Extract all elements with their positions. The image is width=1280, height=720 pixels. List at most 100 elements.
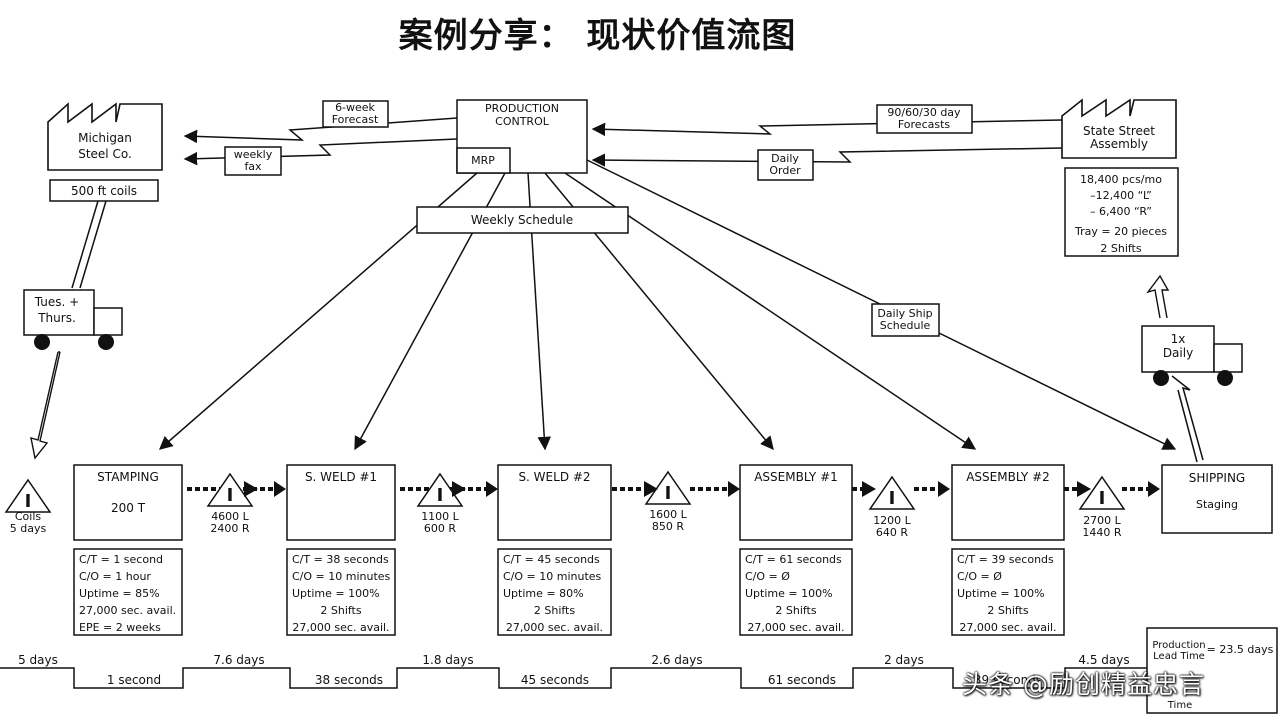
process-data-text: C/T = 61 seconds bbox=[745, 553, 842, 566]
process-data-text: EPE = 2 weeks bbox=[79, 621, 161, 634]
schedule-arrow bbox=[564, 172, 977, 450]
process-data-text: 27,000 sec. avail. bbox=[506, 621, 603, 634]
shipping-name-text: SHIPPING bbox=[1189, 471, 1245, 485]
inventory-triangle bbox=[206, 472, 254, 507]
push-arrow-head bbox=[486, 481, 498, 497]
daily-order-text: Order bbox=[769, 164, 801, 177]
inventory-triangle bbox=[868, 475, 916, 510]
process-data-text: Uptime = 80% bbox=[503, 587, 584, 600]
process-data-text: 27,000 sec. avail. bbox=[747, 621, 844, 634]
production-control-title: CONTROL bbox=[495, 115, 550, 128]
supplier-name-text: Michigan bbox=[78, 131, 132, 145]
process-data-text: C/O = 10 minutes bbox=[503, 570, 602, 583]
process-data-text: Uptime = 100% bbox=[292, 587, 380, 600]
process-box bbox=[73, 464, 183, 541]
process-name-text: ASSEMBLY #1 bbox=[754, 470, 838, 484]
push-arrow-head bbox=[244, 481, 258, 497]
push-arrow-head bbox=[452, 481, 466, 497]
inventory-triangle bbox=[644, 470, 692, 505]
production-control-title: PRODUCTION bbox=[485, 102, 559, 115]
inventory-level-text: 1440 R bbox=[1082, 526, 1121, 539]
weekly-fax-text: fax bbox=[244, 160, 262, 173]
inventory-level-text: 2400 R bbox=[210, 522, 249, 535]
process-data-text: C/O = 1 hour bbox=[79, 570, 151, 583]
inventory-level-text: 600 R bbox=[424, 522, 456, 535]
process-data-box bbox=[739, 548, 853, 636]
push-arrow-head bbox=[728, 481, 740, 497]
outbound-push-line bbox=[1171, 375, 1204, 461]
customer-factory-outline bbox=[1061, 98, 1177, 159]
timeline-line bbox=[0, 667, 1148, 689]
lead-time-value: = 23.5 days bbox=[1207, 643, 1274, 656]
timeline-wait-text: 4.5 days bbox=[1078, 653, 1129, 667]
six-week-forecast-box bbox=[322, 100, 389, 128]
truck-wheel bbox=[34, 334, 50, 350]
inventory-level-text: 2700 L bbox=[1083, 514, 1121, 527]
daily-ship-schedule-box bbox=[871, 303, 940, 337]
timeline-process-time-text: 39 seconds bbox=[974, 673, 1042, 687]
customer-forecasts-text: Forecasts bbox=[898, 118, 951, 131]
daily-order-box bbox=[757, 149, 814, 181]
inventory-symbol: I bbox=[25, 491, 32, 512]
inbound-push-line bbox=[71, 200, 99, 289]
lead-time-label: Lead Time bbox=[1153, 651, 1205, 662]
customer-demand-text: – 6,400 “R” bbox=[1090, 205, 1152, 218]
customer-shifts-text: 2 Shifts bbox=[1100, 242, 1141, 255]
process-data-text: Uptime = 100% bbox=[745, 587, 833, 600]
supplier-factory-outline bbox=[47, 102, 163, 171]
supplier-data-text: 500 ft coils bbox=[71, 184, 137, 198]
customer-name-text: State Street bbox=[1083, 124, 1155, 138]
shipping-body-text: Staging bbox=[1196, 498, 1238, 511]
customer-forecast-flow bbox=[591, 119, 1063, 137]
process-box bbox=[497, 464, 612, 541]
process-box bbox=[286, 464, 396, 541]
timeline-process-time-text: 61 seconds bbox=[768, 673, 836, 687]
weekly-fax-box bbox=[224, 146, 282, 176]
supplier-name-text: Steel Co. bbox=[78, 147, 132, 161]
process-data-box bbox=[73, 548, 183, 636]
process-data-text: 2 Shifts bbox=[987, 604, 1028, 617]
six-week-forecast-text: 6-week bbox=[335, 101, 375, 114]
outbound-shipment-arrow bbox=[1146, 274, 1170, 319]
process-data-text: C/T = 38 seconds bbox=[292, 553, 389, 566]
shipping-box bbox=[1161, 464, 1273, 534]
process-body-text: 200 T bbox=[111, 501, 146, 515]
push-arrow-head bbox=[862, 481, 876, 497]
process-data-text: C/O = 10 minutes bbox=[292, 570, 391, 583]
inventory-level-text: 1200 L bbox=[873, 514, 911, 527]
inventory-level-text: 5 days bbox=[10, 522, 47, 535]
process-data-text: C/O = Ø bbox=[957, 570, 1002, 583]
process-name-text: STAMPING bbox=[97, 470, 159, 484]
weekly-fax-text: weekly bbox=[234, 148, 273, 161]
inventory-triangle bbox=[416, 472, 464, 507]
process-data-box bbox=[286, 548, 396, 636]
timeline-wait-text: 5 days bbox=[18, 653, 58, 667]
process-data-text: 2 Shifts bbox=[320, 604, 361, 617]
customer-tray-text: Tray = 20 pieces bbox=[1074, 225, 1167, 238]
inventory-triangle bbox=[1078, 475, 1126, 510]
inventory-symbol: I bbox=[437, 485, 444, 506]
inventory-symbol: I bbox=[1099, 488, 1106, 509]
process-name-text: S. WELD #1 bbox=[305, 470, 377, 484]
customer-data-box bbox=[1064, 167, 1179, 257]
process-data-text: C/T = 1 second bbox=[79, 553, 163, 566]
process-data-text: Uptime = 85% bbox=[79, 587, 160, 600]
daily-order-flow bbox=[591, 147, 1063, 167]
process-data-text: Uptime = 100% bbox=[957, 587, 1045, 600]
inventory-level-text: 4600 L bbox=[211, 510, 249, 523]
process-data-text: 2 Shifts bbox=[775, 604, 816, 617]
push-arrow-head bbox=[1077, 481, 1091, 497]
lead-time-summary-box bbox=[1146, 627, 1278, 714]
push-arrow-head bbox=[274, 481, 286, 497]
inventory-level-text: 640 R bbox=[876, 526, 908, 539]
six-week-forecast-text: Forecast bbox=[332, 113, 379, 126]
process-data-text: C/T = 45 seconds bbox=[503, 553, 600, 566]
push-arrow-head bbox=[938, 481, 950, 497]
lead-time-label: Production bbox=[1152, 640, 1205, 651]
outbound-push-line bbox=[1177, 389, 1198, 463]
process-data-text: 27,000 sec. avail. bbox=[959, 621, 1056, 634]
customer-forecasts-text: 90/60/30 day bbox=[887, 106, 961, 119]
weekly-schedule-text: Weekly Schedule bbox=[471, 213, 573, 227]
timeline-wait-text: 7.6 days bbox=[213, 653, 264, 667]
processing-time-label: Time bbox=[1167, 700, 1192, 711]
